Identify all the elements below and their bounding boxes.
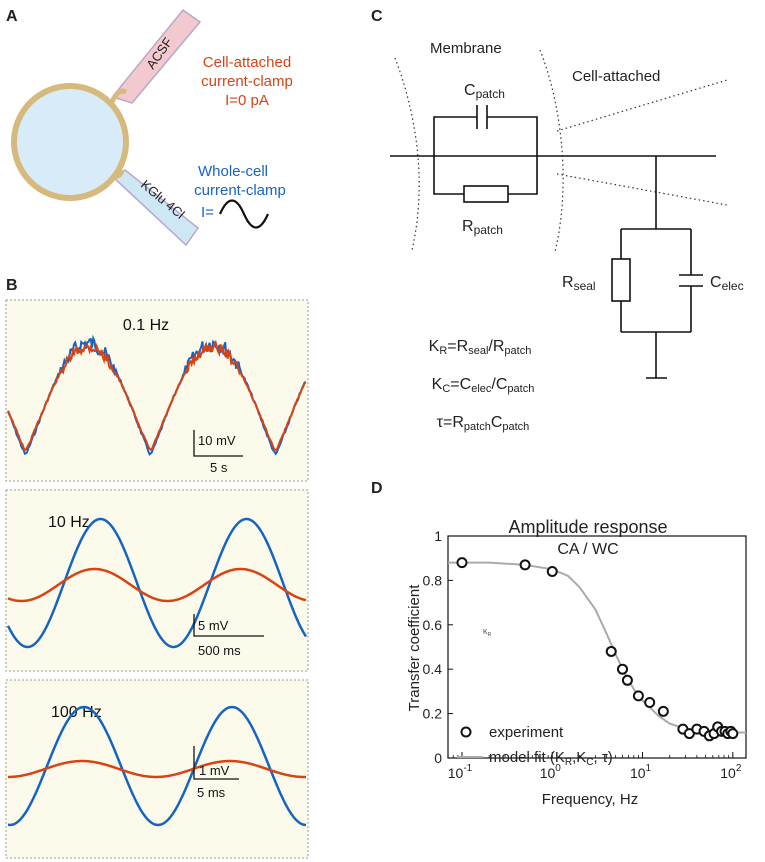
equation-kr: KR=Rseal/Rpatch xyxy=(429,338,532,357)
y-tick-label: 0.4 xyxy=(423,661,443,677)
trace-100hz-cell-attached xyxy=(8,759,306,779)
rpatch-label: Rpatch xyxy=(462,218,503,237)
scale-bar-10hz xyxy=(193,614,264,637)
model-fit-line xyxy=(448,561,746,734)
x-tick-label: 101 xyxy=(630,763,652,781)
scale-y-0p1hz: 10 mV xyxy=(198,433,236,448)
scale-y-100hz: 1 mV xyxy=(199,763,230,778)
wc-label-line2: current-clamp xyxy=(194,182,286,199)
sine-wave-icon xyxy=(218,199,270,229)
scale-x-10hz: 500 ms xyxy=(198,643,241,658)
trace-10hz-cell-attached xyxy=(7,567,307,603)
rpatch-resistor xyxy=(463,185,509,203)
ca-label-line3: I=0 pA xyxy=(225,92,269,109)
rseal-resistor xyxy=(611,258,631,302)
x-tick-label: 10-1 xyxy=(448,763,473,781)
y-tick-label: 0.8 xyxy=(423,572,443,588)
y-tick-label: 1 xyxy=(434,528,442,544)
cpatch-capacitor xyxy=(476,105,488,129)
experiment-point xyxy=(605,645,617,657)
trace-box-100hz xyxy=(5,679,309,859)
chart-title-line2: CA / WC xyxy=(557,541,618,558)
stray-kr-label: KR xyxy=(483,629,492,638)
wc-label-line1: Whole-cell xyxy=(198,163,268,180)
acsf-pipette xyxy=(111,8,202,104)
experiment-point xyxy=(632,690,644,702)
rpatch-branch xyxy=(433,156,538,195)
panel-a-letter: A xyxy=(6,8,18,25)
pipette-wall-lower xyxy=(556,173,728,206)
experiment-point xyxy=(644,697,656,708)
experiment-point xyxy=(617,663,629,675)
y-tick-label: 0.2 xyxy=(423,706,443,722)
experiment-point xyxy=(727,728,739,740)
celec-capacitor xyxy=(679,274,703,287)
ca-label-line2: current-clamp xyxy=(201,73,293,90)
experiment-point xyxy=(456,557,468,569)
scale-y-10hz: 5 mV xyxy=(198,618,229,633)
membrane-boundary-left xyxy=(394,57,420,251)
trace-10hz-whole-cell xyxy=(6,517,308,649)
scale-bar-100hz xyxy=(193,746,239,780)
freq-label-10hz: 10 Hz xyxy=(48,514,90,531)
panel-d-letter: D xyxy=(371,480,383,497)
scale-x-100hz: 5 ms xyxy=(197,785,226,800)
experiment-point xyxy=(546,566,558,578)
scale-x-0p1hz: 5 s xyxy=(210,460,228,475)
x-tick-label: 102 xyxy=(720,763,742,781)
experiment-point xyxy=(621,674,633,686)
y-axis-label: Transfer coefficient xyxy=(406,584,423,712)
rseal-label: Rseal xyxy=(562,274,596,293)
pipette-wall-upper xyxy=(556,79,728,132)
cpatch-label: Cpatch xyxy=(464,82,505,101)
x-axis-label: Frequency, Hz xyxy=(542,791,638,808)
wc-label-line3: I= xyxy=(201,204,214,221)
experiment-points xyxy=(456,557,739,742)
y-tick-label: 0 xyxy=(434,750,442,766)
plot-frame xyxy=(447,535,747,759)
chart-title-line1: Amplitude response xyxy=(508,517,667,537)
experiment-point xyxy=(657,705,669,717)
panel-b-letter: B xyxy=(6,277,18,294)
whole-cell-neck xyxy=(111,169,125,179)
legend-experiment-marker xyxy=(460,726,472,738)
experiment-point xyxy=(519,559,531,571)
cell-attached-bleb xyxy=(109,88,128,104)
equation-kc: KC=Celec/Cpatch xyxy=(432,376,535,395)
cell-body xyxy=(11,83,129,201)
trace-0p1hz-cell-attached xyxy=(7,339,307,452)
cpatch-branch xyxy=(433,116,538,156)
y-tick-label: 0.6 xyxy=(423,617,443,633)
celec-label: Celec xyxy=(710,274,744,293)
x-tick-label: 100 xyxy=(540,763,562,781)
membrane-label: Membrane xyxy=(430,40,502,57)
panel-c-letter: C xyxy=(371,8,383,25)
scale-bar-0p1hz xyxy=(193,430,243,457)
freq-label-0p1hz: 0.1 Hz xyxy=(123,317,169,334)
legend-experiment-label: experiment xyxy=(489,724,564,741)
membrane-boundary-right xyxy=(539,49,564,253)
legend-fit-label: model fit (KR,KC, τ) xyxy=(489,749,613,768)
equation-tau: τ=RpatchCpatch xyxy=(437,414,530,433)
cell-attached-label: Cell-attached xyxy=(572,68,660,85)
trace-box-0p1hz xyxy=(5,299,309,482)
trace-100hz-whole-cell xyxy=(7,705,307,827)
ca-label-line1: Cell-attached xyxy=(203,54,291,71)
chart-axes: 0 0.2 0.4 0.6 0.8 1 10-1 100 101 102 xyxy=(423,528,747,781)
trace-box-10hz xyxy=(5,489,309,672)
ground-branch xyxy=(620,156,692,379)
